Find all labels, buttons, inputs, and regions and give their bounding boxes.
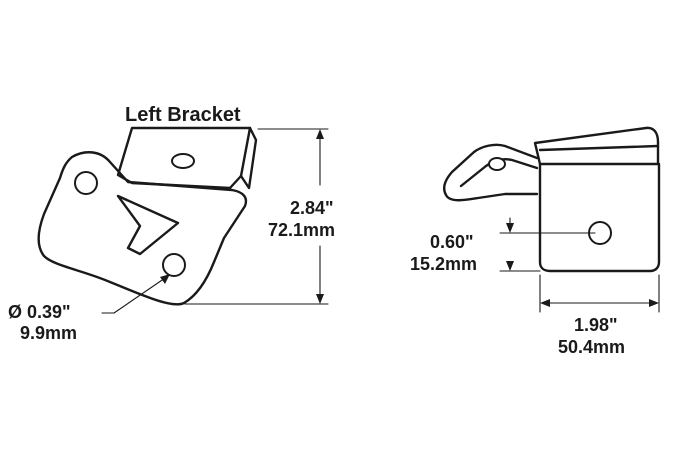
upper-mount-hole bbox=[74, 171, 98, 195]
width-dimension bbox=[539, 274, 660, 313]
side-angled-tab bbox=[443, 143, 539, 202]
hole-offset-mm-label: 15.2mm bbox=[410, 254, 477, 274]
arrowhead-emboss bbox=[116, 194, 180, 256]
side-profile-view bbox=[443, 126, 661, 273]
side-tab-hole bbox=[488, 157, 506, 171]
height-inch-label: 2.84" bbox=[290, 198, 334, 218]
hole-leader bbox=[101, 274, 170, 314]
height-mm-label: 72.1mm bbox=[268, 220, 335, 240]
lower-mount-hole bbox=[162, 253, 186, 277]
height-dimension bbox=[184, 128, 329, 305]
bracket-title: Left Bracket bbox=[125, 104, 241, 126]
flange-slot-hole bbox=[171, 153, 195, 169]
side-vertical-plate bbox=[538, 162, 661, 273]
hole-diameter-mm-label: 9.9mm bbox=[20, 323, 77, 343]
hole-diameter-inch-label: Ø 0.39" bbox=[8, 302, 71, 322]
width-inch-label: 1.98" bbox=[574, 315, 618, 335]
bracket-plate bbox=[37, 151, 248, 306]
hole-offset-dimension bbox=[499, 217, 596, 272]
left-bracket-view bbox=[37, 126, 258, 306]
side-top-flange bbox=[533, 126, 660, 166]
hole-offset-inch-label: 0.60" bbox=[430, 232, 474, 252]
width-mm-label: 50.4mm bbox=[558, 337, 625, 357]
bracket-top-flange-edge bbox=[239, 126, 258, 190]
